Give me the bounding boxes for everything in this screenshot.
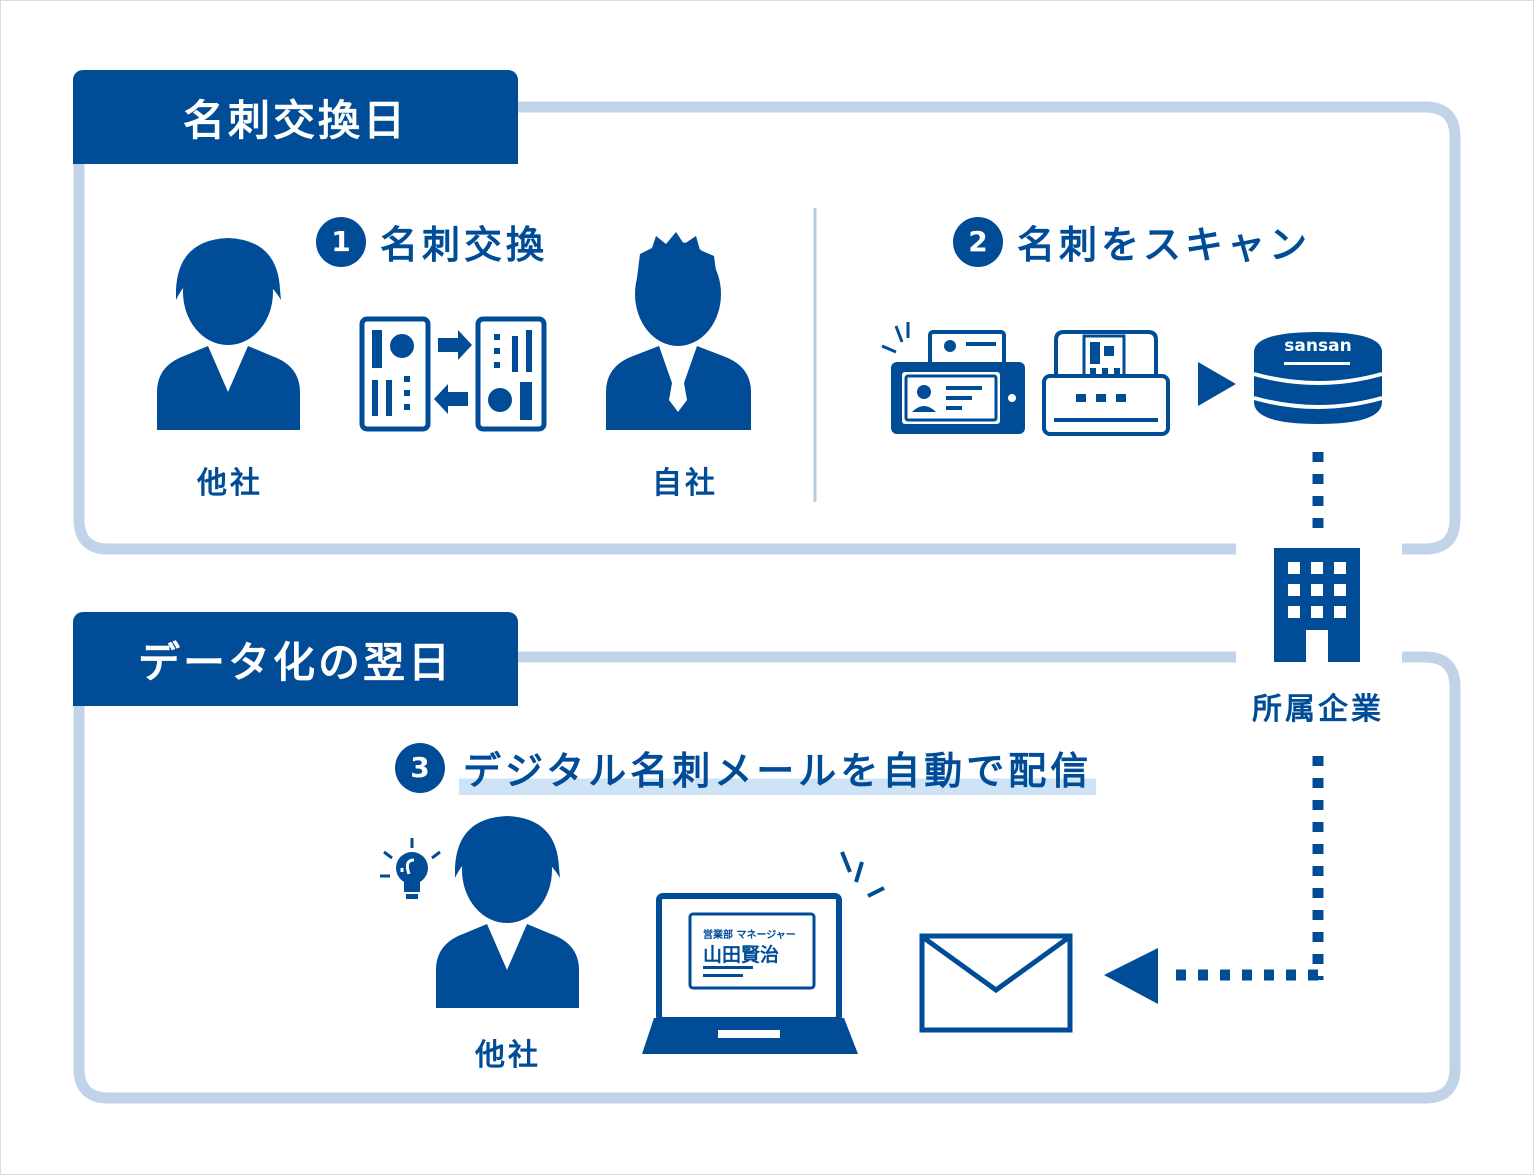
database-brand: sansan — [1284, 336, 1352, 356]
label-other-company: 他社 — [197, 466, 263, 501]
section-frames — [73, 101, 1461, 1104]
frame-bottom — [73, 651, 1461, 1104]
arrow-icon — [1104, 948, 1158, 1004]
digital-card-role: 営業部 マネージャー — [703, 930, 796, 941]
frame-top-right — [512, 101, 1461, 555]
step-number: 2 — [953, 216, 1003, 267]
section-tab-exchange-day: 名刺交換日 — [73, 70, 518, 164]
laptop-icon — [642, 851, 885, 1054]
step-label: 名刺交換 — [380, 223, 549, 267]
person-icon — [436, 816, 579, 1008]
smartphone-scan-icon — [881, 322, 1025, 434]
section-tab-next-day: データ化の翌日 — [73, 612, 518, 706]
frame-top-left — [73, 164, 1236, 555]
person-icon — [606, 232, 751, 430]
step-label: デジタル名刺メールを自動で配信 — [459, 740, 1097, 795]
connector-dotted — [1170, 452, 1324, 981]
business-card-exchange-icon — [359, 316, 547, 432]
step-number: 3 — [395, 742, 445, 793]
step-number: 1 — [316, 216, 366, 267]
step-1: 1 名刺交換 — [316, 214, 548, 269]
label-affiliated-company: 所属企業 — [1252, 692, 1384, 727]
building-icon — [1274, 548, 1360, 662]
person-icon — [157, 238, 300, 430]
label-recipient: 他社 — [475, 1038, 541, 1073]
scanner-icon — [1042, 330, 1170, 436]
arrow-icon — [1198, 362, 1236, 406]
label-own-company: 自社 — [652, 466, 718, 501]
step-3: 3 デジタル名刺メールを自動で配信 — [395, 740, 1097, 795]
lightbulb-icon — [380, 838, 441, 899]
step-2: 2 名刺をスキャン — [953, 214, 1311, 269]
database-icon — [1253, 332, 1383, 424]
step-label: 名刺をスキャン — [1017, 223, 1312, 267]
digital-card-name: 山田賢治 — [703, 944, 780, 966]
envelope-icon — [919, 933, 1073, 1033]
